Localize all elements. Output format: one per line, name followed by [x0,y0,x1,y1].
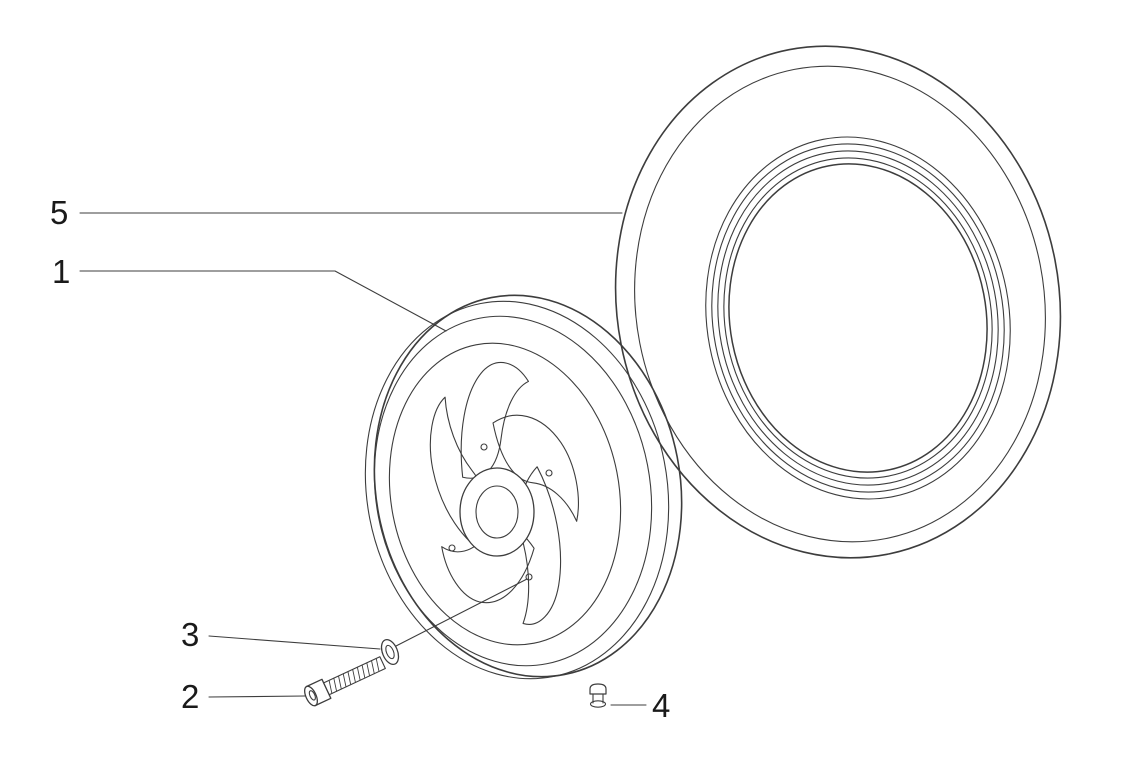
bolt-hole [525,573,533,581]
tire-inner-opening [728,163,988,473]
rim-face-hole [480,443,488,451]
tire-drawing [614,45,1062,559]
bolt-drawing [304,656,386,707]
callout-label-1: 1 [52,253,70,290]
rim-face-hole [448,544,456,552]
callout-label-3: 3 [181,616,199,653]
spoke-cutout [460,346,529,503]
callout-labels: 5 1 3 2 4 [50,194,670,724]
rim-face-hole [545,469,553,477]
leader-lines [79,212,647,706]
tire-bead-ring-1 [717,150,999,486]
hub-bore [475,485,519,539]
bolt-socket [308,690,316,701]
leader-line-2 [208,695,306,698]
rim-inner-lip [373,315,653,667]
valve-base [589,700,607,708]
washer-inner [385,644,395,660]
bolt-shaft [323,656,386,696]
leader-line-3 [208,635,381,650]
wheel-rim-drawing [364,294,683,680]
rim-outer-flange-front [364,300,670,680]
valve-cap [589,683,607,695]
tire-sidewall-ring-1 [705,136,1011,500]
callout-label-4: 4 [652,687,670,724]
callout-label-2: 2 [181,678,199,715]
tire-sidewall-ring-2 [711,143,1005,493]
rim-face-edge [388,342,622,646]
leader-line-1 [79,270,447,332]
washer-outer [380,638,400,666]
valve-drawing [589,683,607,708]
leader-line-bolt-hole [395,578,528,647]
bolt-head-body [305,678,332,707]
washer-drawing [380,638,400,666]
callout-label-5: 5 [50,194,68,231]
bolt-threads [328,657,380,694]
tire-shoulder-line [634,65,1046,543]
rim-outer-flange-back [373,294,683,678]
line-art-layer [79,45,1062,708]
tire-bead-ring-2 [723,157,993,479]
